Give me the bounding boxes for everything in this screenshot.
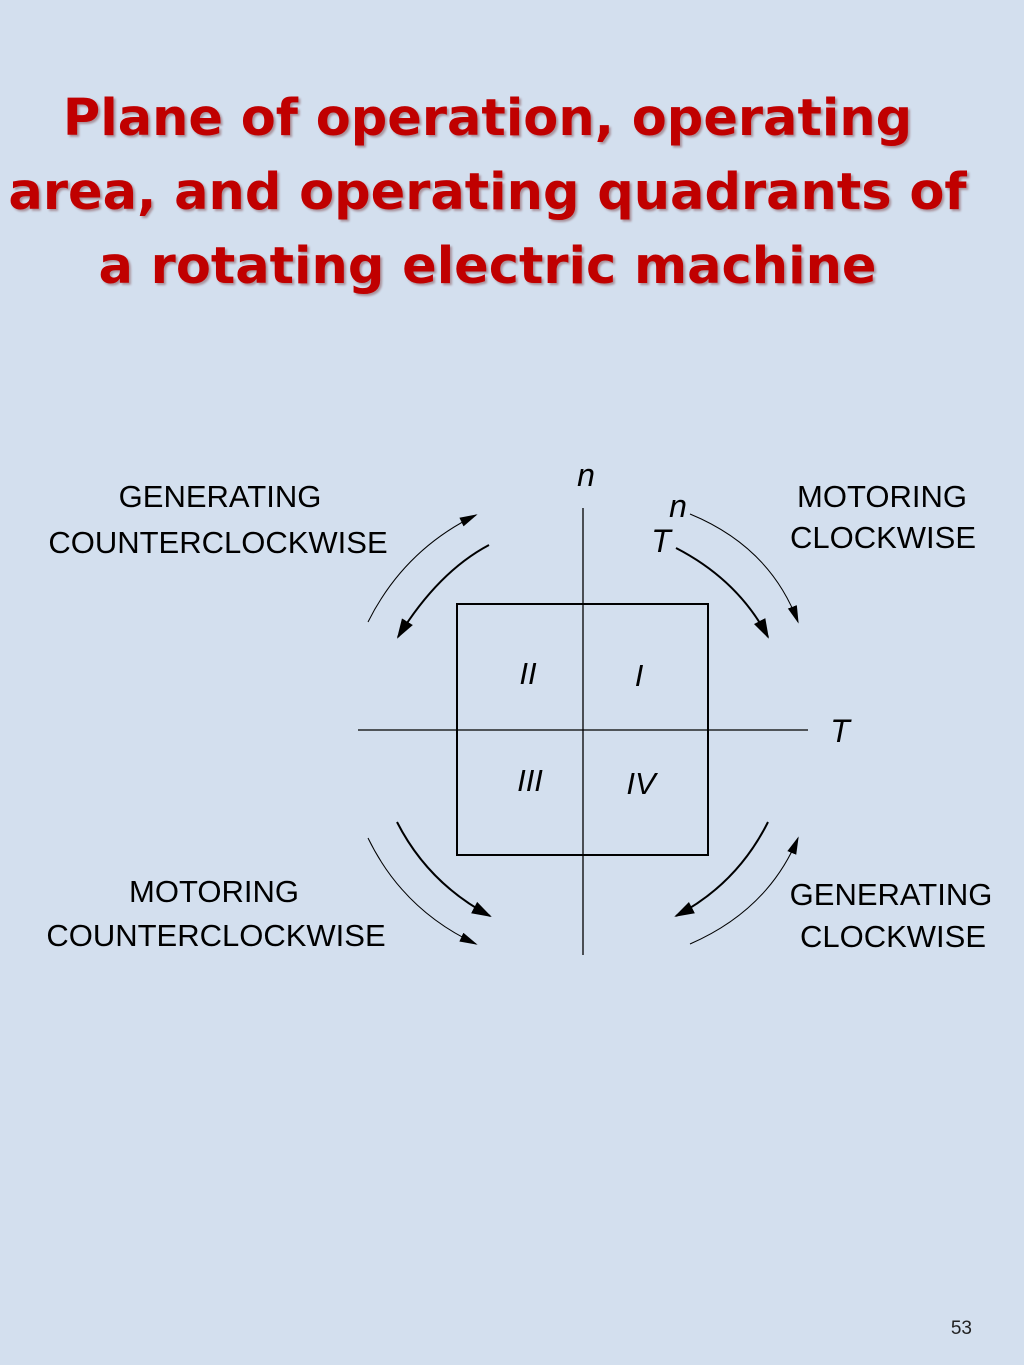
arrow-bottom-left-inner bbox=[396, 821, 492, 917]
legend-t-label: T bbox=[651, 523, 673, 559]
quadrant-iv-label: IV bbox=[626, 766, 659, 801]
t-axis-label: T bbox=[830, 713, 852, 749]
arrow-top-right-inner bbox=[675, 547, 769, 639]
operating-area-square bbox=[456, 603, 709, 856]
quadrant-i-label: I bbox=[635, 658, 644, 693]
n-axis-label: n bbox=[577, 457, 595, 493]
mode-top-right-line-1: MOTORING bbox=[797, 479, 967, 514]
arrow-top-left-outer bbox=[367, 514, 478, 623]
mode-bottom-right-line-2: CLOCKWISE bbox=[800, 919, 986, 954]
mode-top-right-line-2: CLOCKWISE bbox=[790, 520, 976, 555]
arrow-bottom-right-outer bbox=[689, 836, 799, 945]
arrow-top-right-outer bbox=[689, 513, 799, 624]
mode-top-left-line-2: COUNTERCLOCKWISE bbox=[48, 525, 387, 560]
arrow-top-left-inner bbox=[396, 544, 490, 639]
slide-title: Plane of operation, operating area, and … bbox=[0, 82, 975, 304]
arrow-bottom-left-outer bbox=[367, 837, 478, 945]
mode-bottom-right-line-1: GENERATING bbox=[790, 877, 993, 912]
quadrant-ii-label: II bbox=[519, 656, 537, 691]
mode-bottom-left-line-2: COUNTERCLOCKWISE bbox=[46, 918, 385, 953]
title-line-1: Plane of operation, operating bbox=[62, 89, 913, 148]
mode-bottom-left-line-1: MOTORING bbox=[129, 874, 299, 909]
mode-top-left-line-1: GENERATING bbox=[119, 479, 322, 514]
page-number: 53 bbox=[950, 1318, 972, 1339]
title-line-2: area, and operating quadrants of bbox=[8, 163, 967, 222]
arrow-bottom-right-inner bbox=[674, 821, 769, 917]
quadrant-iii-label: III bbox=[517, 763, 543, 798]
title-line-3: a rotating electric machine bbox=[98, 237, 877, 296]
legend-n-label: n bbox=[669, 488, 687, 524]
